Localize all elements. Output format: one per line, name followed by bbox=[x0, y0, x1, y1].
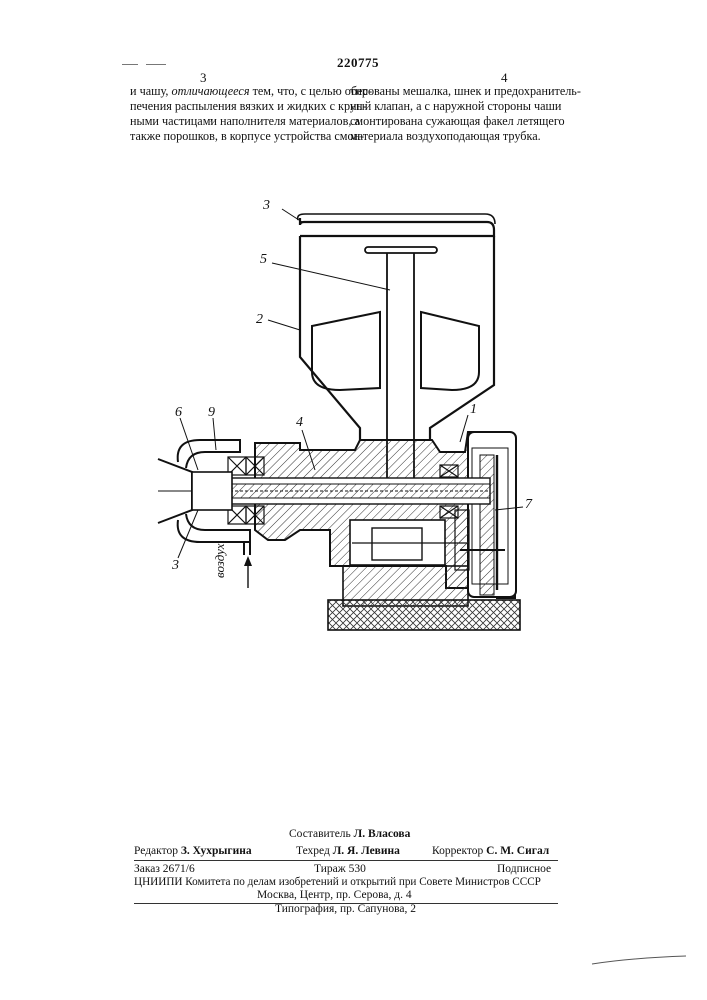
footer-print-run: Тираж 530 bbox=[314, 863, 366, 877]
technical-drawing bbox=[0, 0, 707, 700]
air-tube bbox=[178, 440, 240, 468]
footer-rule bbox=[134, 860, 558, 861]
scan-mark bbox=[590, 952, 690, 968]
footer-printing-house: Типография, пр. Сапунова, 2 bbox=[275, 903, 416, 917]
label-6: 6 bbox=[175, 405, 182, 421]
label-1: 1 bbox=[470, 402, 477, 418]
label-3-bottom: 3 bbox=[172, 558, 179, 574]
footer-institute: ЦНИИПИ Комитета по делам изобретений и о… bbox=[134, 876, 541, 890]
base-plate bbox=[328, 600, 520, 630]
footer-compiler: Составитель Л. Власова bbox=[289, 828, 410, 842]
hopper-lid bbox=[300, 218, 494, 236]
footer-editor: Редактор З. Хухрыгина bbox=[134, 845, 252, 859]
hopper-body bbox=[300, 236, 494, 440]
label-7: 7 bbox=[525, 497, 532, 513]
agitator-blade-left bbox=[312, 312, 380, 390]
footer-order: Заказ 2671/6 bbox=[134, 863, 195, 877]
label-9: 9 bbox=[208, 405, 215, 421]
label-3-top: 3 bbox=[263, 198, 270, 214]
footer-subscription: Подписное bbox=[497, 863, 551, 877]
air-label: воздух bbox=[212, 544, 228, 578]
agitator-blade-right bbox=[421, 312, 479, 390]
label-2: 2 bbox=[256, 312, 263, 328]
footer-address: Москва, Центр, пр. Серова, д. 4 bbox=[257, 889, 412, 903]
footer-techred: Техред Л. Я. Левина bbox=[296, 845, 400, 859]
footer-corrector: Корректор С. М. Сигал bbox=[432, 845, 549, 859]
label-4: 4 bbox=[296, 415, 303, 431]
agitator-top-bar bbox=[365, 247, 437, 253]
label-5: 5 bbox=[260, 252, 267, 268]
